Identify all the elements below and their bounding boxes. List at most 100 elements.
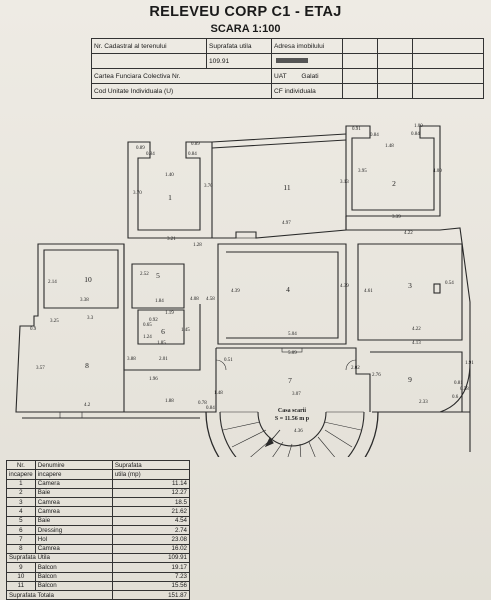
col-name-header: Denumire [34, 459, 113, 471]
cell-area: 7.23 [111, 571, 191, 582]
empty-cell [377, 68, 413, 84]
address-value [271, 53, 343, 69]
cell-nr: 11 [6, 580, 36, 592]
cell-area: 23.08 [111, 534, 191, 545]
cell-area: 2.74 [111, 525, 191, 536]
unit-code-label: Cod Unitate Individuala (U) [91, 83, 272, 99]
info-table: Nr. Cadastral al terenului Suprafata uti… [91, 38, 484, 99]
empty-cell [377, 53, 413, 69]
stair-treads [220, 411, 364, 457]
dimension-label: 4.22 [404, 231, 413, 236]
cell-nr: 7 [6, 534, 36, 545]
dimension-label: 4.97 [282, 221, 291, 226]
cell-name: Camera [34, 478, 113, 489]
wall-room-5 [131, 263, 185, 309]
cell-area: 12.27 [111, 487, 191, 499]
cell-area: 16.02 [111, 543, 191, 554]
table-header-row: incapere incapere utila (mp) [6, 469, 191, 480]
dimension-label: 0.78 [198, 401, 207, 406]
column-mark [433, 283, 441, 294]
dimension-label: 1.28 [193, 243, 202, 248]
dimension-label: 0.89 [136, 146, 145, 151]
empty-cell [412, 38, 484, 54]
stair-area: S = 11.56 m p [275, 416, 310, 422]
cell-name: Balcon [34, 562, 113, 573]
dimension-label: 1.91 [465, 361, 474, 366]
dimension-label: 4.08 [190, 297, 199, 302]
room-number-10: 10 [84, 275, 92, 284]
col-area-header: Suprafata [111, 459, 191, 471]
dimension-label: 1.96 [149, 377, 158, 382]
stair-arrow-head [264, 436, 274, 448]
dimension-label: 2.33 [419, 400, 428, 405]
dimension-label: 4.36 [294, 429, 303, 434]
dimension-label: 3.70 [204, 184, 213, 189]
table-header-row: Nr. Denumire Suprafata [6, 459, 191, 471]
dimension-label: 1.40 [165, 173, 174, 178]
cell-name: Balcon [34, 571, 113, 582]
dimension-label: 1.48 [214, 391, 223, 396]
cell-name: Camrea [34, 543, 113, 554]
col-nr-header: Nr. [6, 459, 36, 471]
dimension-label: 1.24 [143, 335, 152, 340]
cell-nr: 3 [6, 497, 36, 508]
dimension-label: 1.45 [181, 328, 190, 333]
dimension-label: 5.09 [288, 351, 297, 356]
stair-core-arc [257, 411, 327, 447]
cell-area: 4.54 [111, 515, 191, 527]
dimension-label: 0.84 [206, 406, 215, 411]
wall-room-7-left [206, 348, 217, 413]
dimension-label: 0.58 [460, 387, 469, 392]
dimension-label: 0.89 [191, 142, 200, 147]
dimension-label: 1.85 [157, 341, 166, 346]
wall-corridor-11 [211, 133, 347, 149]
dimension-label: 0.54 [445, 281, 454, 286]
cell-nr: 9 [6, 562, 36, 573]
cell-area: 21.62 [111, 506, 191, 517]
cell-nr: 10 [6, 571, 36, 582]
cadastral-label: Nr. Cadastral al terenului [91, 38, 207, 54]
dimension-label: 0.51 [224, 358, 233, 363]
cell-name: Camrea [34, 506, 113, 517]
rooms-table: Nr. Denumire Suprafata incapere incapere… [6, 459, 191, 600]
empty-cell [412, 68, 484, 84]
dimension-label: 3.38 [80, 298, 89, 303]
address-label: Adresa imobilului [271, 38, 343, 54]
empty-cell [377, 83, 413, 99]
dimension-label: 0.9 [30, 327, 37, 332]
empty-cell [342, 53, 378, 69]
total-value: 109.91 [111, 552, 191, 564]
dimension-label: 0.84 [146, 152, 155, 157]
wall-room-4-inner [226, 251, 339, 339]
dimension-label: 2.01 [159, 357, 168, 362]
usable-area-value: 109.91 [206, 53, 272, 69]
wall-room-2 [345, 125, 441, 217]
cell-area: 19.17 [111, 562, 191, 573]
col-nr-header-2: incapere [6, 469, 36, 480]
col-area-header-2: utila (mp) [111, 469, 191, 480]
usable-area-label: Suprafata utila [206, 38, 272, 54]
dimension-label: 1.00 [414, 124, 423, 129]
cf-label: CF individuala [271, 83, 343, 99]
dimension-label: 1.84 [155, 299, 164, 304]
dimension-label: 3.13 [340, 180, 349, 185]
total-label: Suprafata Utila [6, 552, 113, 564]
total-label: Suprafata Totala [6, 590, 113, 600]
dimension-label: 2.14 [48, 280, 57, 285]
empty-cell [342, 38, 378, 54]
empty-cell [412, 53, 484, 69]
empty-cell [342, 83, 378, 99]
cadastral-value [91, 53, 207, 69]
room-number-6: 6 [161, 327, 165, 336]
room-number-1: 1 [168, 193, 172, 202]
room-number-9: 9 [408, 375, 412, 384]
